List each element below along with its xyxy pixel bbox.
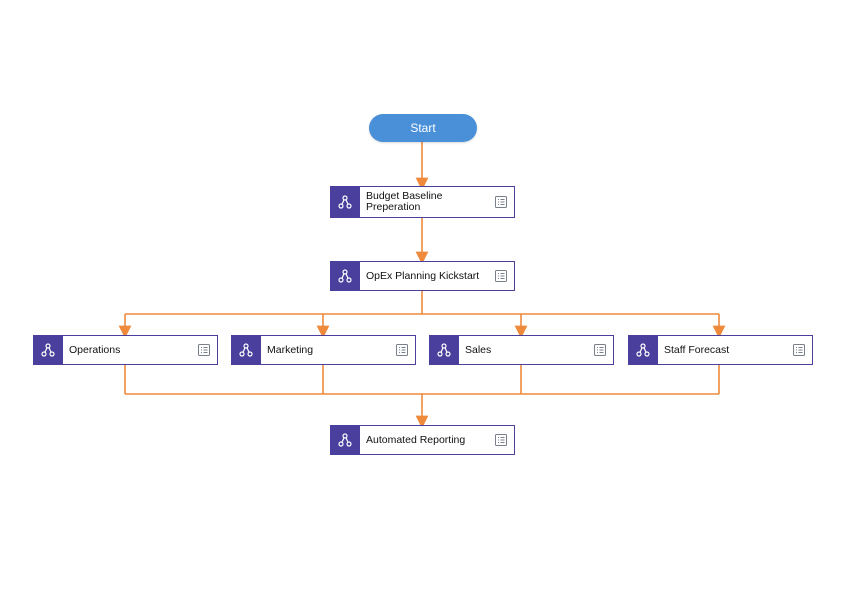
- workflow-icon: [628, 335, 658, 365]
- node-opex-kickstart[interactable]: OpEx Planning Kickstart: [330, 261, 515, 291]
- start-node[interactable]: Start: [369, 114, 477, 142]
- node-sales[interactable]: Sales: [429, 335, 614, 365]
- list-document-icon[interactable]: [488, 187, 514, 217]
- list-document-icon[interactable]: [389, 336, 415, 364]
- list-document-icon[interactable]: [488, 262, 514, 290]
- list-document-icon[interactable]: [191, 336, 217, 364]
- node-label: Marketing: [267, 343, 314, 356]
- node-automated-reporting[interactable]: Automated Reporting: [330, 425, 515, 455]
- workflow-icon: [330, 425, 360, 455]
- list-document-icon[interactable]: [786, 336, 812, 364]
- list-document-icon[interactable]: [488, 426, 514, 454]
- start-label: Start: [410, 121, 436, 135]
- list-document-icon[interactable]: [587, 336, 613, 364]
- node-operations[interactable]: Operations: [33, 335, 218, 365]
- node-label: Sales: [465, 343, 492, 356]
- node-label: Budget Baseline Preperation: [366, 190, 443, 213]
- node-marketing[interactable]: Marketing: [231, 335, 416, 365]
- node-budget-baseline[interactable]: Budget Baseline Preperation: [330, 186, 515, 218]
- workflow-icon: [231, 335, 261, 365]
- workflow-icon: [330, 261, 360, 291]
- workflow-icon: [33, 335, 63, 365]
- node-label: Staff Forecast: [664, 343, 730, 356]
- workflow-icon: [429, 335, 459, 365]
- node-staff-forecast[interactable]: Staff Forecast: [628, 335, 813, 365]
- node-label: Operations: [69, 343, 121, 356]
- node-label: OpEx Planning Kickstart: [366, 269, 480, 282]
- node-label: Automated Reporting: [366, 433, 466, 446]
- workflow-icon: [330, 186, 360, 218]
